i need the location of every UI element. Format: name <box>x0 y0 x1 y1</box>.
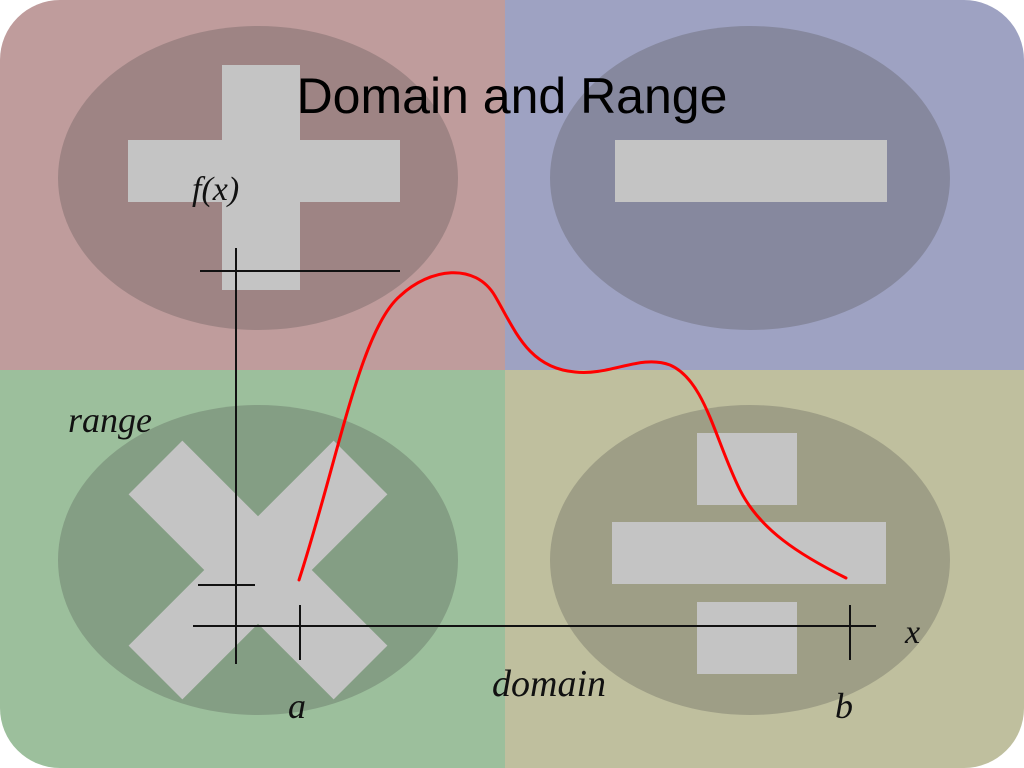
endpoint-a-label: a <box>288 686 306 726</box>
plus-icon <box>58 26 458 330</box>
x-axis-label: x <box>904 614 920 651</box>
function-curve <box>297 271 848 582</box>
slide-title: Domain and Range <box>296 68 728 124</box>
range-label: range <box>68 400 152 440</box>
y-axis-label: f(x) <box>192 171 239 208</box>
domain-label: domain <box>492 663 606 705</box>
endpoint-b-label: b <box>835 686 853 726</box>
axes <box>193 248 876 664</box>
divide-icon <box>550 405 950 715</box>
minus-icon <box>550 26 950 330</box>
